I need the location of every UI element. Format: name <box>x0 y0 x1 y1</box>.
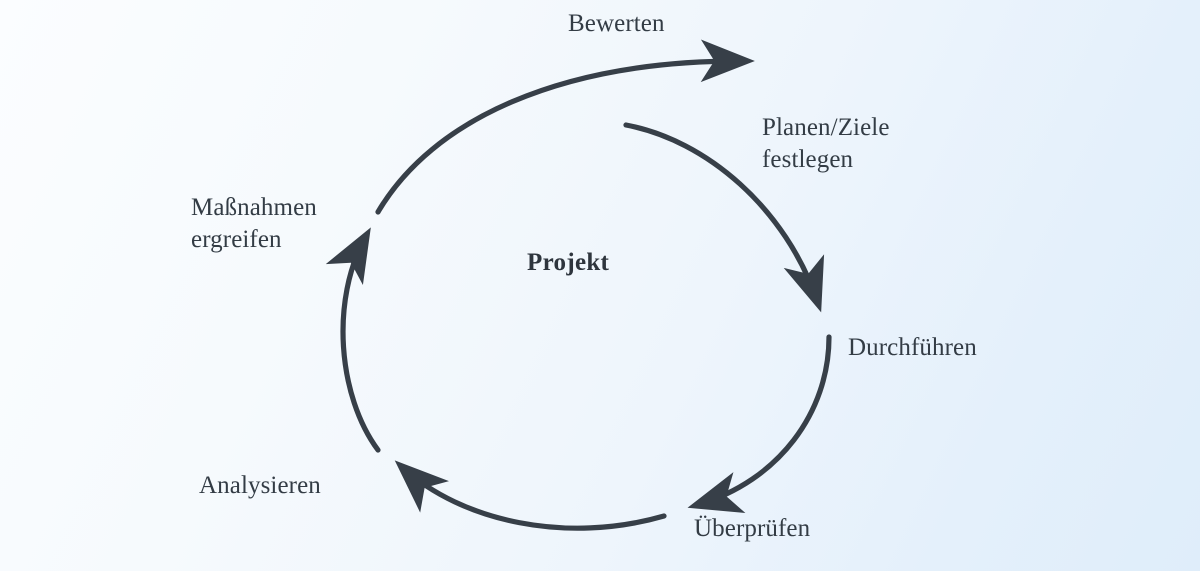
arrow-planen-to-durchfuehren <box>623 122 825 313</box>
arrow-analysieren-to-massnahmen <box>325 227 381 453</box>
arrow-massnahmen-to-bewerten <box>375 39 755 215</box>
stage-label-bewerten: Bewerten <box>568 10 665 37</box>
stage-label-ueberpruefen: Überprüfen <box>694 515 811 542</box>
arrow-ueberpruefen-to-analysieren <box>394 460 667 531</box>
stage-label-durchfuehren: Durchführen <box>848 334 977 361</box>
stage-label-massnahmen: Maßnahmen ergreifen <box>191 194 317 253</box>
stage-label-planen: Planen/Ziele festlegen <box>762 114 890 173</box>
diagram-center-label: Projekt <box>527 249 610 276</box>
stage-label-analysieren: Analysieren <box>199 472 321 499</box>
arrow-durchfuehren-to-ueberpruefen <box>687 334 832 514</box>
